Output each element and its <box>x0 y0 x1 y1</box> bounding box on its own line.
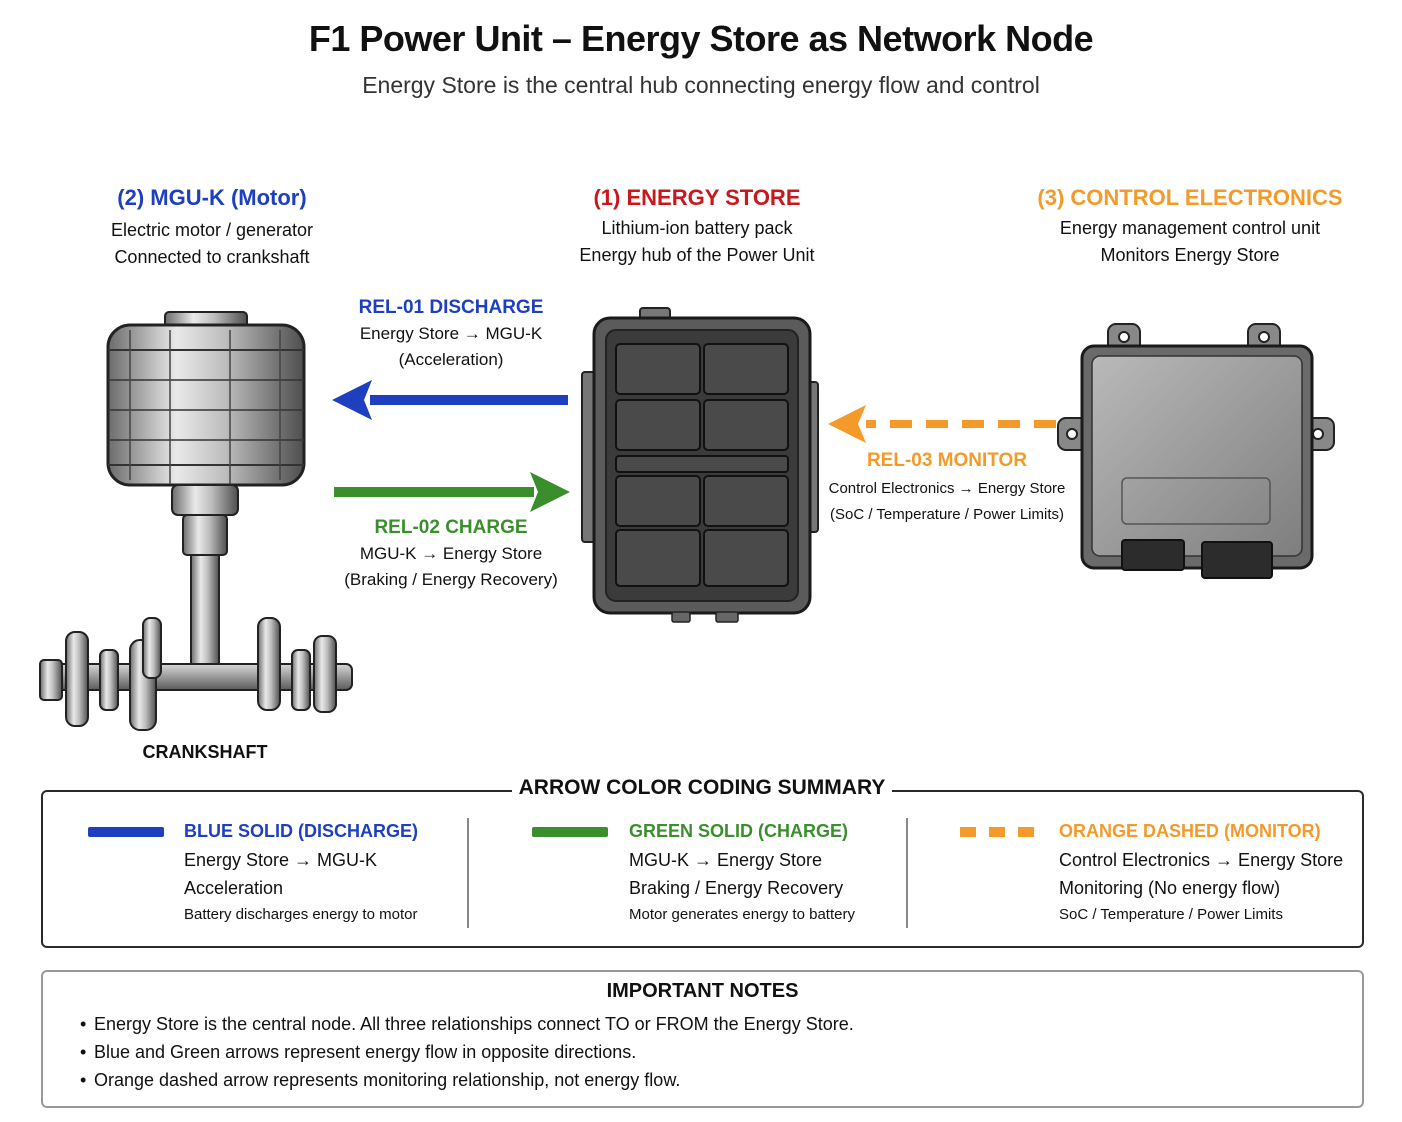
summary-heading: ARROW COLOR CODING SUMMARY <box>512 776 892 800</box>
energy-store-line1: Lithium-ion battery pack <box>601 218 793 238</box>
legend-charge-line2: Braking / Energy Recovery <box>629 878 844 898</box>
diagram-subtitle: Energy Store is the central hub connecti… <box>362 72 1040 98</box>
legend-monitor: ORANGE DASHED (MONITOR) Control Electron… <box>1059 818 1354 928</box>
rel-01-line1: Energy Store → MGU-K <box>359 324 543 343</box>
green-solid-swatch <box>532 827 608 837</box>
orange-dashed-swatch <box>960 827 1040 837</box>
legend-discharge: BLUE SOLID (DISCHARGE) Energy Store → MG… <box>184 818 454 928</box>
diagram-canvas <box>39 307 1335 731</box>
note-item: Orange dashed arrow represents monitorin… <box>80 1070 680 1091</box>
mgu-k-title: (2) MGU-K (Motor) <box>117 185 307 210</box>
legend-charge-line3: Motor generates energy to battery <box>629 906 855 923</box>
notes-panel <box>41 970 1364 1108</box>
legend-discharge-line3: Battery discharges energy to motor <box>184 906 418 923</box>
legend-charge: GREEN SOLID (CHARGE) MGU-K → Energy Stor… <box>629 818 899 928</box>
legend-divider-2 <box>906 818 908 928</box>
control-electronics-ecu-illustration <box>1057 323 1335 579</box>
legend-monitor-line1: Control Electronics → Energy Store <box>1059 850 1344 870</box>
rel-02-label: REL-02 CHARGE MGU-K → Energy Store (Brak… <box>326 517 576 593</box>
rel-03-title: REL-03 MONITOR <box>866 450 1028 471</box>
mgu-k-line1: Electric motor / generator <box>110 220 314 240</box>
diagram-title: F1 Power Unit – Energy Store as Network … <box>308 18 1094 59</box>
legend-charge-title: GREEN SOLID (CHARGE) <box>629 821 849 841</box>
rel-03-line2: (SoC / Temperature / Power Limits) <box>830 506 1064 523</box>
monitor-arrow <box>828 405 1056 443</box>
crankshaft-illustration <box>39 617 353 731</box>
legend-discharge-line1: Energy Store → MGU-K <box>184 850 378 870</box>
note-item: Blue and Green arrows represent energy f… <box>80 1042 636 1063</box>
rel-03-label: REL-03 MONITOR Control Electronics → Ene… <box>812 450 1082 528</box>
note-item: Energy Store is the central node. All th… <box>80 1014 854 1035</box>
rel-02-line1: MGU-K → Energy Store <box>359 544 543 563</box>
legend-charge-line1: MGU-K → Energy Store <box>629 850 823 870</box>
legend-divider-1 <box>467 818 469 928</box>
control-electronics-line2: Monitors Energy Store <box>1100 245 1280 265</box>
legend-monitor-title: ORANGE DASHED (MONITOR) <box>1059 821 1321 841</box>
rel-02-line2: (Braking / Energy Recovery) <box>344 570 558 589</box>
legend-discharge-title: BLUE SOLID (DISCHARGE) <box>184 821 418 841</box>
charge-arrow <box>334 472 570 512</box>
rel-02-title: REL-02 CHARGE <box>374 517 528 538</box>
notes-heading: IMPORTANT NOTES <box>606 980 799 1002</box>
mgu-k-caption: (2) MGU-K (Motor) Electric motor / gener… <box>62 185 362 271</box>
legend-monitor-line3: SoC / Temperature / Power Limits <box>1059 906 1283 923</box>
energy-store-battery-illustration <box>581 307 819 623</box>
crankshaft-label: CRANKSHAFT <box>142 742 268 762</box>
discharge-arrow <box>332 380 568 420</box>
control-electronics-title: (3) CONTROL ELECTRONICS <box>1037 185 1343 210</box>
mgu-k-line2: Connected to crankshaft <box>114 247 310 267</box>
rel-03-line1: Control Electronics → Energy Store <box>828 480 1066 497</box>
energy-store-line2: Energy hub of the Power Unit <box>579 245 815 265</box>
legend-discharge-line2: Acceleration <box>184 878 284 898</box>
rel-01-label: REL-01 DISCHARGE Energy Store → MGU-K (A… <box>326 297 576 373</box>
rel-01-title: REL-01 DISCHARGE <box>358 297 544 318</box>
control-electronics-caption: (3) CONTROL ELECTRONICS Energy managemen… <box>1030 185 1350 269</box>
blue-solid-swatch <box>88 827 164 837</box>
legend-monitor-line2: Monitoring (No energy flow) <box>1059 878 1281 898</box>
energy-store-caption: (1) ENERGY STORE Lithium-ion battery pac… <box>547 185 847 269</box>
rel-01-line2: (Acceleration) <box>398 350 504 369</box>
energy-store-title: (1) ENERGY STORE <box>593 185 801 210</box>
control-electronics-line1: Energy management control unit <box>1059 218 1321 238</box>
mgu-k-motor-illustration <box>106 311 306 666</box>
